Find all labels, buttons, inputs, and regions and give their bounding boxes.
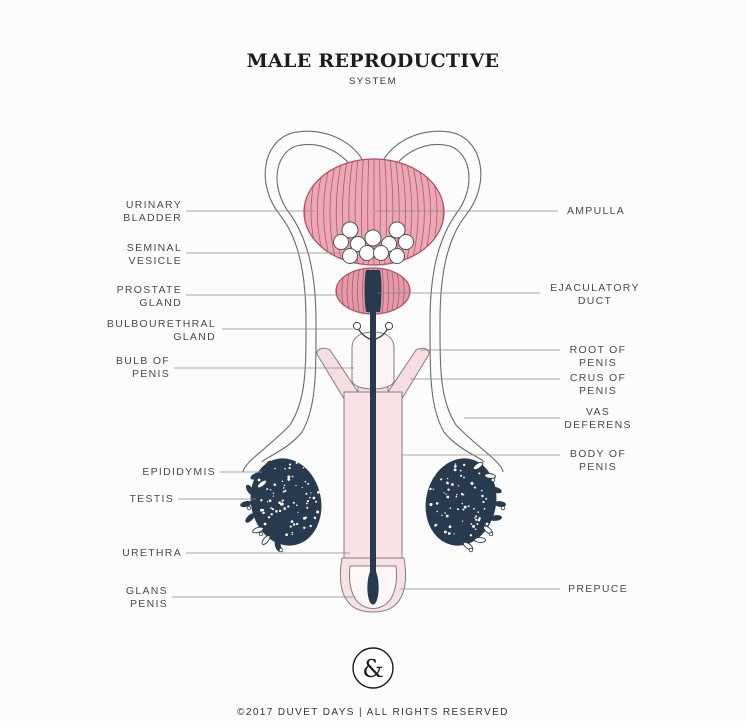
diagram-title: MALE REPRODUCTIVE [246,50,500,72]
bulbourethral-gland [352,321,362,331]
vas-deferens-left-inner [261,144,361,463]
vas-deferens-right-inner [385,144,485,463]
brand-logo: & [352,647,394,689]
urethra-tip [367,566,379,605]
label-prepuce: PREPUCE [568,583,628,595]
label-ampulla: AMPULLA [566,205,626,217]
testis-right [425,458,506,553]
testis-left [240,458,322,553]
label-urethra: URETHRA [122,547,182,559]
seminal-vesicle [333,221,414,264]
leader-lines [172,210,560,598]
urethra [370,310,376,572]
vas-deferens-left [242,130,369,473]
copyright-footer: ©2017 DUVET DAYS | ALL RIGHTS RESERVED [237,707,509,718]
diagram-subtitle: SYSTEM [348,76,398,87]
vas-deferens-right [377,130,504,473]
label-epididymis: EPIDIDYMIS [142,466,216,478]
label-testis: TESTIS [129,493,174,505]
ejaculatory-duct [364,270,382,312]
logo-ampersand: & [362,655,383,683]
penis [316,270,430,613]
